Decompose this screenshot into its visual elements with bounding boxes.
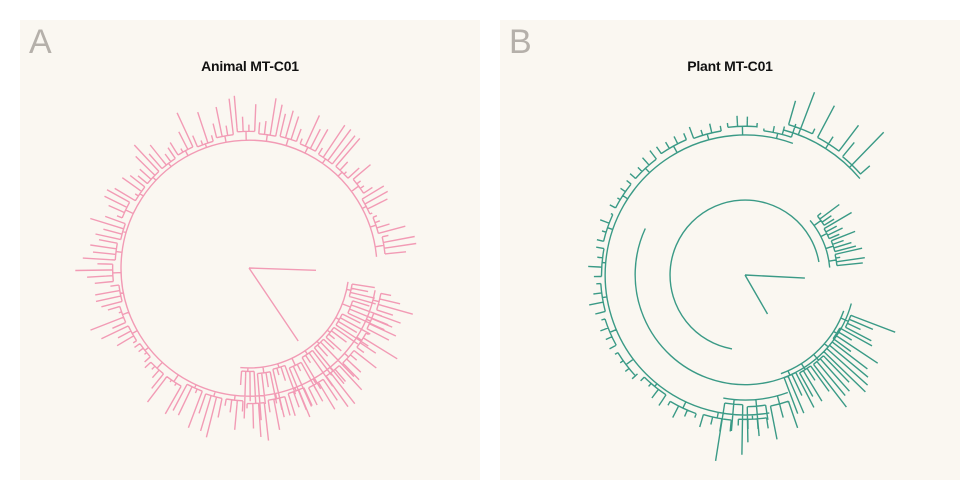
panel-label-a: A bbox=[29, 23, 52, 61]
panel-animal: A Animal MT-C01 bbox=[20, 20, 480, 480]
panel-plant: B Plant MT-C01 bbox=[500, 20, 960, 480]
tree-branches bbox=[588, 92, 896, 462]
tree-branches bbox=[75, 95, 417, 441]
panel-label-b: B bbox=[509, 23, 532, 61]
plant-tree-diagram bbox=[588, 92, 896, 462]
panel-title-plant: Plant MT-C01 bbox=[687, 58, 773, 74]
panel-title-animal: Animal MT-C01 bbox=[201, 58, 299, 74]
animal-tree-diagram bbox=[75, 95, 417, 441]
